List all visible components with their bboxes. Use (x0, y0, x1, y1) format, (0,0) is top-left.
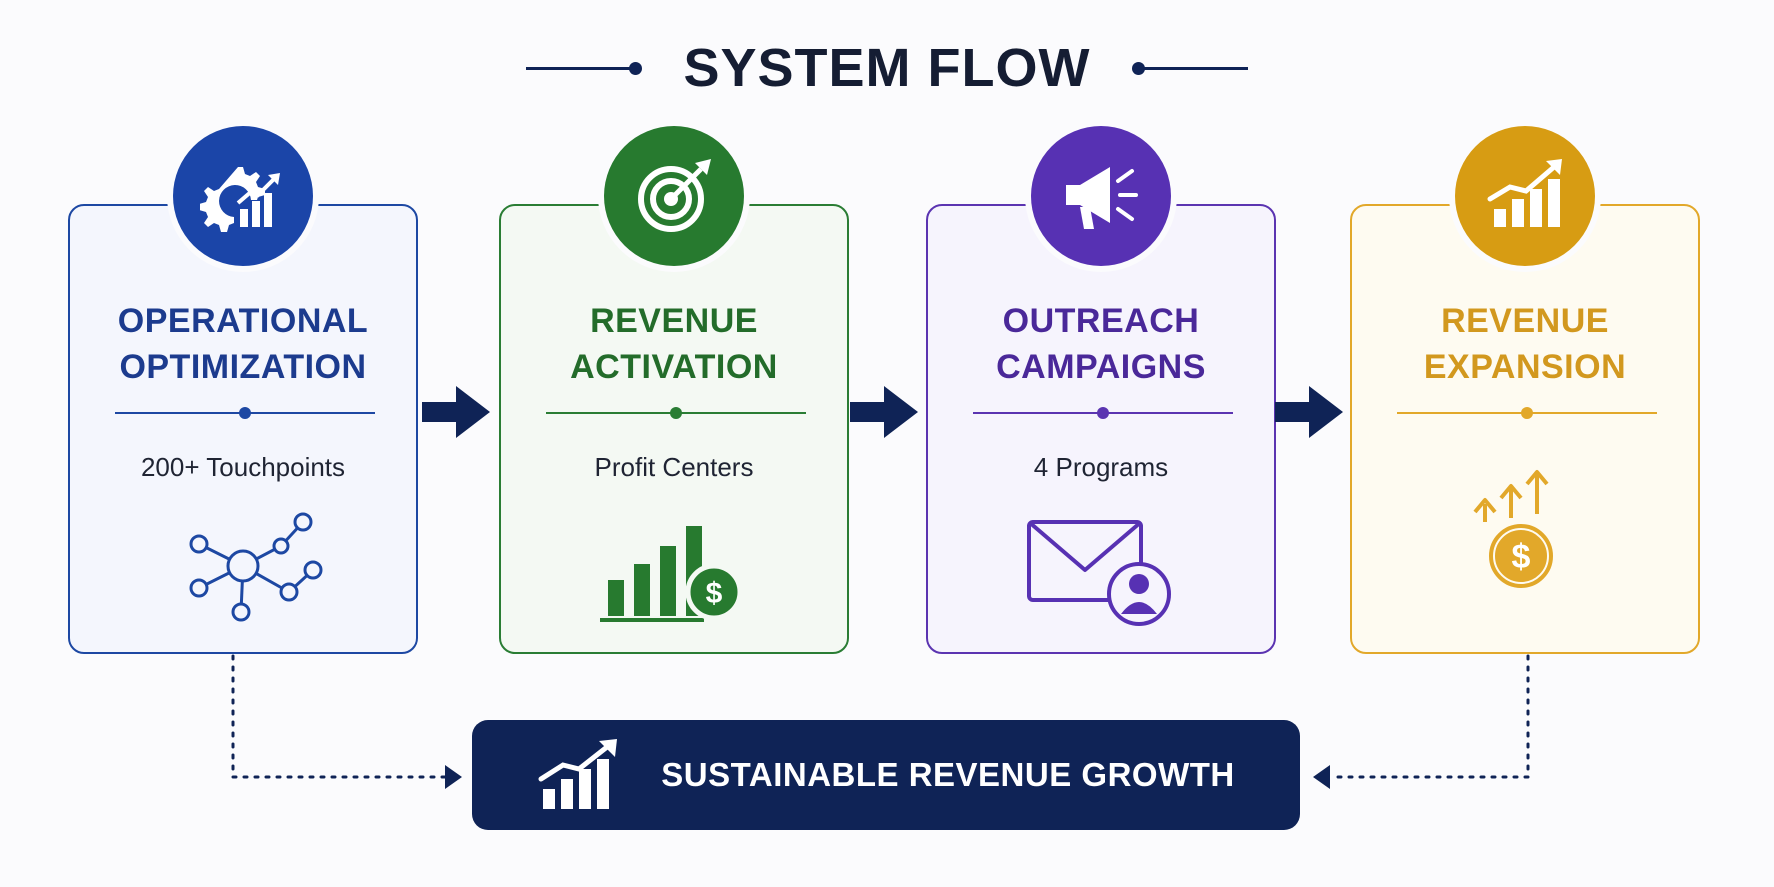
flow-arrow-1 (422, 382, 492, 442)
card-title: REVENUE ACTIVATION (501, 298, 847, 390)
svg-text:$: $ (1512, 538, 1531, 576)
card-title-line1: OUTREACH (1002, 302, 1200, 340)
card-divider (1397, 407, 1657, 419)
gear-growth-icon (173, 126, 313, 266)
card-title-line1: OPERATIONAL (117, 302, 369, 340)
target-arrow-icon (604, 126, 744, 266)
card-title: OPERATIONAL OPTIMIZATION (70, 298, 416, 390)
card-title: OUTREACH CAMPAIGNS (928, 298, 1274, 390)
card-subtitle: 200+ Touchpoints (140, 452, 346, 482)
flow-arrow-3 (1275, 382, 1345, 442)
card-divider (115, 407, 375, 419)
card-title-line2: CAMPAIGNS (996, 348, 1206, 386)
envelope-user-icon (1021, 506, 1181, 626)
title-rule-left (525, 61, 642, 75)
title-bar: SYSTEM FLOW (0, 28, 1774, 108)
card-subtitle: Profit Centers (594, 452, 754, 482)
card-divider (546, 407, 806, 419)
network-nodes-icon (163, 506, 323, 626)
card-subtitle: 4 Programs (1033, 452, 1169, 482)
card-title-line1: REVENUE (590, 302, 758, 340)
bar-chart-dollar-icon: $ (594, 506, 754, 626)
card-revenue-activation: REVENUE ACTIVATION Profit Centers $ (499, 126, 849, 654)
svg-text:$: $ (706, 577, 723, 610)
dollar-coin-arrows-icon: $ (1445, 468, 1605, 588)
card-title: REVENUE EXPANSION (1352, 298, 1698, 390)
card-divider (973, 407, 1233, 419)
card-revenue-expansion: REVENUE EXPANSION $ (1350, 126, 1700, 654)
card-title-line2: EXPANSION (1423, 348, 1627, 386)
growth-chart-icon (1455, 126, 1595, 266)
flow-arrow-2 (850, 382, 920, 442)
card-title-line2: OPTIMIZATION (119, 348, 367, 386)
card-operational-optimization: OPERATIONAL OPTIMIZATION 200+ Touchpoint… (68, 126, 418, 654)
sustainable-growth-bar: SUSTAINABLE REVENUE GROWTH (472, 720, 1300, 830)
growth-label: SUSTAINABLE REVENUE GROWTH (661, 756, 1235, 793)
card-outreach-campaigns: OUTREACH CAMPAIGNS 4 Programs (926, 126, 1276, 654)
card-title-line2: ACTIVATION (570, 348, 778, 386)
page-title: SYSTEM FLOW (683, 38, 1091, 98)
title-rule-right (1132, 61, 1249, 75)
growth-chart-icon (538, 739, 618, 809)
card-title-line1: REVENUE (1441, 302, 1609, 340)
megaphone-icon (1031, 126, 1171, 266)
